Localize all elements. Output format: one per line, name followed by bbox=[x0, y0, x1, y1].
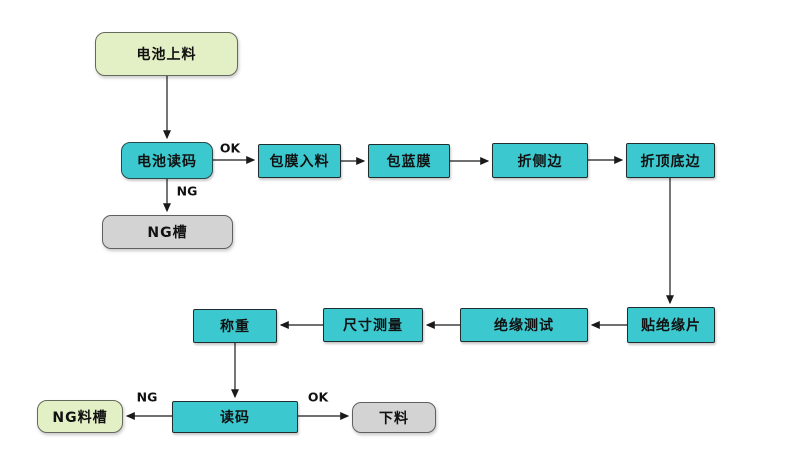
node-label: NG槽 bbox=[147, 225, 188, 241]
edge-label-readcode-ng-to-ngmaterialslot: NG bbox=[136, 389, 158, 405]
node-blue-film-wrap: 包蓝膜 bbox=[368, 144, 450, 178]
node-label: 绝缘测试 bbox=[494, 318, 554, 334]
edge-label-readcode-ok-to-filmfeed: OK bbox=[219, 140, 241, 156]
node-label: 折顶底边 bbox=[640, 153, 701, 170]
node-label: 包膜入料 bbox=[269, 154, 330, 170]
node-label: 称重 bbox=[220, 319, 250, 335]
node-label: 电池上料 bbox=[136, 47, 197, 63]
node-read-code: 读码 bbox=[172, 401, 298, 433]
node-dimension-measurement: 尺寸测量 bbox=[323, 308, 423, 342]
node-battery-read-code: 电池读码 bbox=[121, 142, 213, 179]
edge-label-readcode-ok-to-unloading: OK bbox=[307, 389, 329, 405]
node-fold-top-bottom-edge: 折顶底边 bbox=[626, 143, 715, 178]
node-label: 包蓝膜 bbox=[386, 154, 432, 170]
node-film-wrap-feed: 包膜入料 bbox=[258, 144, 341, 178]
node-label: NG料槽 bbox=[52, 409, 108, 426]
node-label: 尺寸测量 bbox=[343, 318, 403, 334]
node-weighing: 称重 bbox=[193, 309, 277, 343]
node-label: 下料 bbox=[379, 410, 409, 427]
node-label: 电池读码 bbox=[137, 153, 197, 170]
node-label: 贴绝缘片 bbox=[641, 318, 701, 334]
node-battery-loading: 电池上料 bbox=[95, 32, 238, 76]
node-insulation-test: 绝缘测试 bbox=[460, 308, 588, 342]
node-ng-material-slot: NG料槽 bbox=[37, 400, 123, 433]
node-label: 读码 bbox=[220, 410, 250, 426]
node-label: 折侧边 bbox=[517, 153, 563, 170]
node-fold-side-edge: 折侧边 bbox=[492, 143, 588, 178]
node-ng-slot: NG槽 bbox=[102, 215, 233, 249]
edge-label-readcode-ng-to-ngslot: NG bbox=[176, 183, 198, 199]
node-unloading: 下料 bbox=[352, 402, 436, 433]
node-paste-insulation-sheet: 贴绝缘片 bbox=[627, 307, 715, 343]
